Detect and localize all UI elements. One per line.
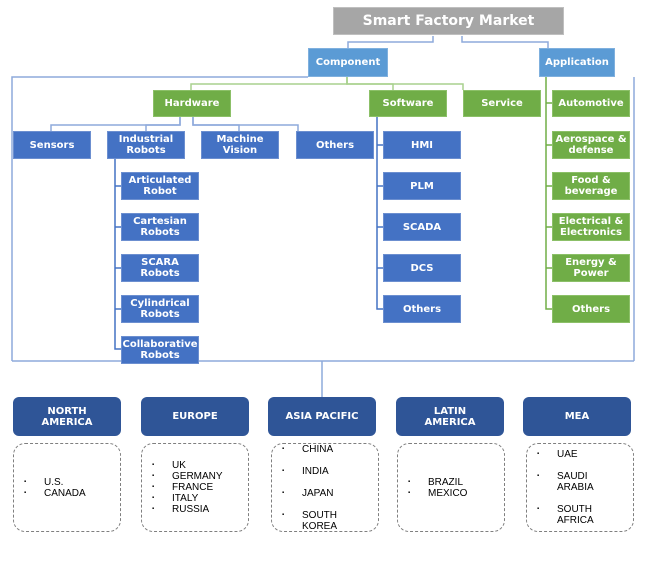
country-item: UK bbox=[152, 460, 223, 471]
component-node: Component bbox=[308, 48, 388, 77]
robot-collaborative: Collaborative Robots bbox=[121, 336, 199, 364]
application-automotive: Automotive bbox=[552, 90, 630, 117]
country-item: MEXICO bbox=[408, 488, 468, 499]
software-others: Others bbox=[383, 295, 461, 323]
software-scada: SCADA bbox=[383, 213, 461, 241]
countries-asia-pacific: CHINA INDIA JAPAN SOUTH KOREA bbox=[271, 443, 379, 532]
robot-articulated: Articulated Robot bbox=[121, 172, 199, 200]
countries-north-america: U.S.CANADA bbox=[13, 443, 121, 532]
application-food-beverage: Food & beverage bbox=[552, 172, 630, 200]
country-item: UAE bbox=[537, 449, 594, 460]
hardware-sensors: Sensors bbox=[13, 131, 91, 159]
application-node: Application bbox=[539, 48, 615, 77]
country-item: CHINA bbox=[282, 444, 337, 455]
country-item: BRAZIL bbox=[408, 477, 467, 488]
country-item: SAUDI ARABIA bbox=[537, 471, 594, 493]
software-plm: PLM bbox=[383, 172, 461, 200]
service-node: Service bbox=[463, 90, 541, 117]
countries-latin-america: BRAZIL MEXICO bbox=[397, 443, 505, 532]
country-item: JAPAN bbox=[282, 488, 337, 499]
region-latin-america: LATIN AMERICA bbox=[396, 397, 504, 436]
smart-factory-market-title: Smart Factory Market bbox=[333, 7, 564, 35]
region-north-america: NORTH AMERICA bbox=[13, 397, 121, 436]
region-asia-pacific: ASIA PACIFIC bbox=[268, 397, 376, 436]
country-item: INDIA bbox=[282, 466, 337, 477]
robot-scara: SCARA Robots bbox=[121, 254, 199, 282]
country-item: U.S. bbox=[24, 477, 86, 488]
hardware-node: Hardware bbox=[153, 90, 231, 117]
region-europe: EUROPE bbox=[141, 397, 249, 436]
robot-cartesian: Cartesian Robots bbox=[121, 213, 199, 241]
hardware-others: Others bbox=[296, 131, 374, 159]
hardware-industrial-robots: Industrial Robots bbox=[107, 131, 185, 159]
country-item: RUSSIA bbox=[152, 504, 223, 515]
robot-cylindrical: Cylindrical Robots bbox=[121, 295, 199, 323]
countries-europe: UK GERMANY FRANCE ITALY RUSSIA bbox=[141, 443, 249, 532]
application-energy: Energy & Power bbox=[552, 254, 630, 282]
application-others: Others bbox=[552, 295, 630, 323]
application-electrical: Electrical & Electronics bbox=[552, 213, 630, 241]
country-item: GERMANY bbox=[152, 471, 222, 482]
hardware-machine-vision: Machine Vision bbox=[201, 131, 279, 159]
country-item: ITALY bbox=[152, 493, 223, 504]
countries-mea: UAE SAUDI ARABIA SOUTH AFRICA bbox=[526, 443, 634, 532]
region-mea: MEA bbox=[523, 397, 631, 436]
application-aerospace: Aerospace & defense bbox=[552, 131, 630, 159]
software-dcs: DCS bbox=[383, 254, 461, 282]
country-item: FRANCE bbox=[152, 482, 223, 493]
country-item: CANADA bbox=[24, 488, 86, 499]
software-hmi: HMI bbox=[383, 131, 461, 159]
country-item: SOUTH KOREA bbox=[282, 510, 337, 532]
software-node: Software bbox=[369, 90, 447, 117]
country-item: SOUTH AFRICA bbox=[537, 504, 594, 526]
